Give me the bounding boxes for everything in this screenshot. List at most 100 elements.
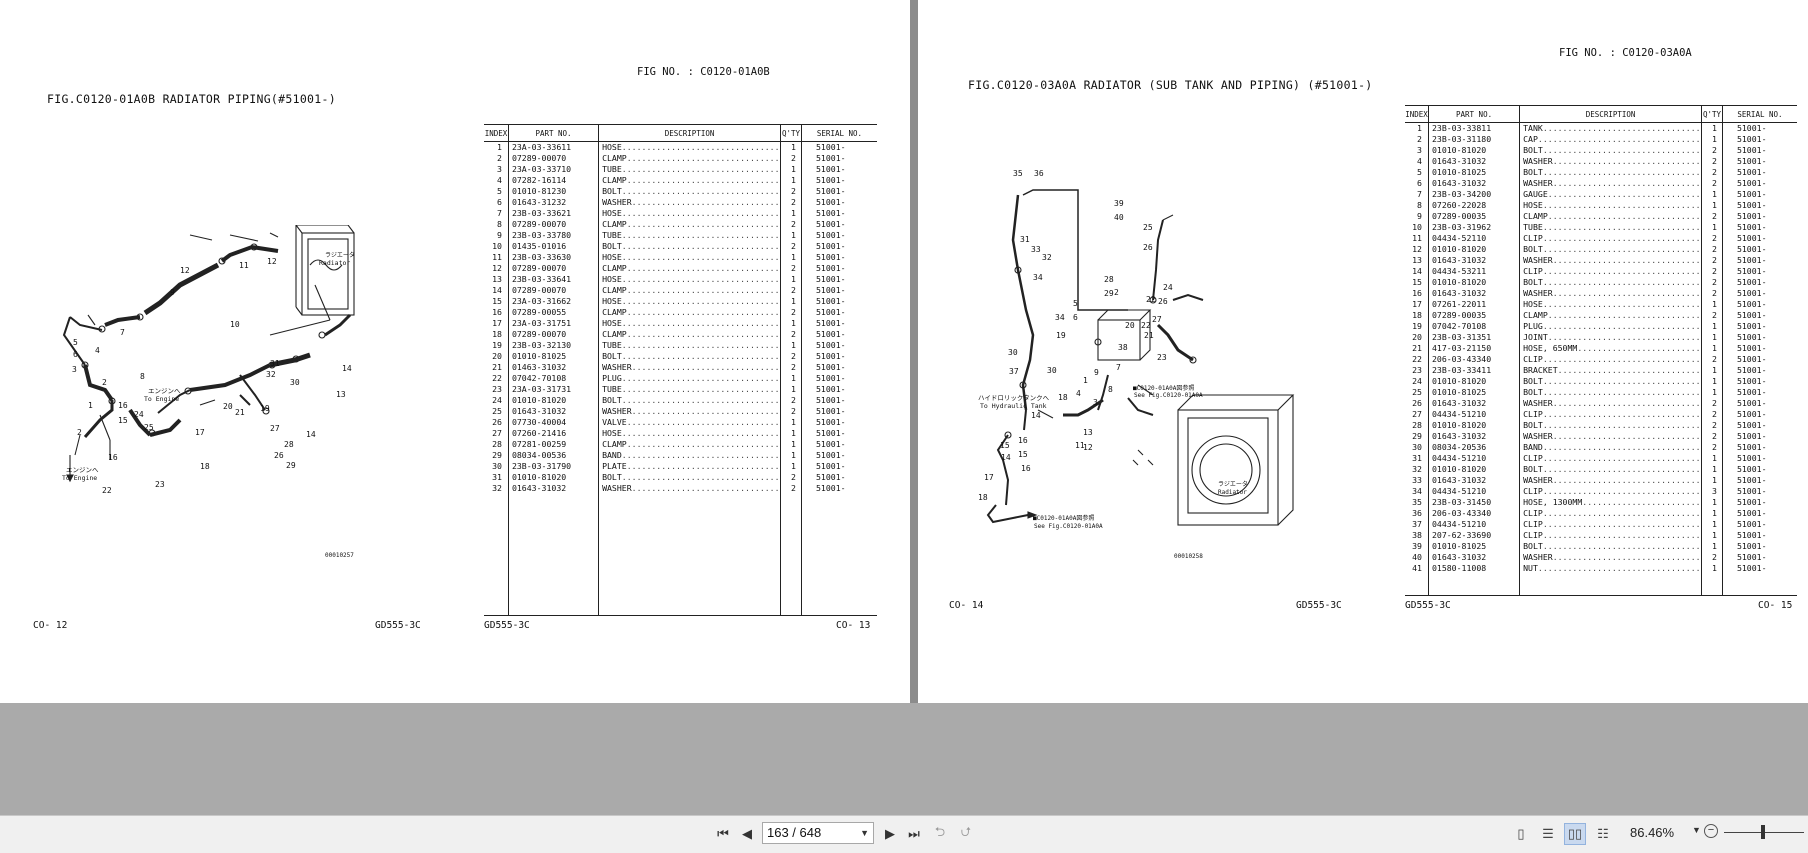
hydraulic-tank-label: To Hydraulic Tank [980, 402, 1047, 410]
leader-dots: ................................ [621, 395, 780, 405]
cell-index: 11 [484, 252, 509, 263]
cell-serial: 51001- [815, 406, 846, 416]
cell-qty: 1 [780, 274, 802, 285]
cell-serial: 51001- [815, 329, 846, 339]
svg-text:3: 3 [72, 365, 77, 374]
svg-text:17: 17 [984, 473, 994, 482]
cell-qty: 1 [780, 461, 802, 472]
cell-qty: 1 [1701, 497, 1723, 508]
cell-part-no: 01010-81025 [1428, 167, 1521, 178]
cell-part-no: 23B-03-33641 [508, 274, 600, 285]
cell-serial: 51001- [1736, 387, 1767, 397]
cell-description: CLIP................................ [1519, 508, 1703, 519]
cell-qty: 1 [780, 439, 802, 450]
svg-text:38: 38 [1118, 343, 1128, 352]
leader-dots: ............................... [626, 307, 780, 317]
svg-text:14: 14 [1001, 453, 1011, 462]
cell-serial: 51001- [815, 230, 846, 240]
cell-part-no: 07042-70108 [1428, 321, 1521, 332]
rotate-left-icon[interactable]: ⮌ [934, 824, 946, 839]
cell-part-no: 01010-81020 [1428, 277, 1521, 288]
cell-index: 17 [1405, 299, 1429, 310]
first-page-icon[interactable]: ⏮ [717, 826, 729, 841]
leader-dots: ................................ [1542, 354, 1701, 364]
cell-serial: 51001- [815, 263, 846, 273]
cell-qty: 3 [1701, 486, 1723, 497]
cell-description: WASHER.............................. [598, 406, 782, 417]
svg-text:32: 32 [1042, 253, 1052, 262]
leader-dots: ................................ [1542, 486, 1701, 496]
svg-text:37: 37 [1009, 367, 1019, 376]
to-engine-label-2: To Engine [62, 474, 97, 482]
rotate-right-icon[interactable]: ⮍ [960, 824, 972, 839]
leader-dots: ................................ [621, 274, 780, 284]
cell-index: 15 [484, 296, 509, 307]
leader-dots: ................................ [1542, 167, 1701, 177]
cell-part-no: 01010-81020 [1428, 420, 1521, 431]
cell-qty: 2 [780, 483, 802, 494]
two-page-icon[interactable]: ▯▯ [1564, 823, 1586, 845]
to-engine-label-jp-2: エンジンへ [66, 466, 99, 474]
cell-serial: 51001- [815, 142, 846, 152]
radiator-label-jp: ラジエータ [1218, 480, 1248, 488]
leader-dots: ................................ [621, 241, 780, 251]
svg-text:19: 19 [260, 404, 270, 413]
cell-part-no: 01435-01016 [508, 241, 600, 252]
cell-qty: 1 [780, 373, 802, 384]
cell-part-no: 08034-00536 [508, 450, 600, 461]
cell-serial: 51001- [1736, 343, 1767, 353]
two-page-continuous-icon[interactable]: ☷ [1597, 826, 1609, 841]
leader-dots: ................................ [1542, 420, 1701, 430]
last-page-icon[interactable]: ⏭ [908, 826, 920, 841]
svg-text:5: 5 [73, 338, 78, 347]
cell-qty: 1 [780, 252, 802, 263]
svg-text:22: 22 [1141, 321, 1151, 330]
chevron-down-icon[interactable]: ▼ [1692, 825, 1701, 835]
cell-part-no: 01010-81025 [508, 351, 600, 362]
svg-text:34: 34 [1055, 313, 1065, 322]
leader-dots: ............................... [1547, 310, 1701, 320]
svg-text:29: 29 [1104, 289, 1114, 298]
cell-description: CLIP................................ [1519, 409, 1703, 420]
page-number-input[interactable]: 163 / 648 ▼ [762, 822, 874, 844]
cell-serial: 51001- [1736, 475, 1767, 485]
cell-index: 18 [1405, 310, 1429, 321]
cell-part-no: 01643-31032 [1428, 552, 1521, 563]
leader-dots: ................................ [621, 296, 780, 306]
svg-text:14: 14 [1031, 411, 1041, 420]
svg-text:3: 3 [1093, 398, 1098, 407]
cell-part-no: 23B-03-31450 [1428, 497, 1521, 508]
svg-text:27: 27 [270, 424, 280, 433]
cell-qty: 2 [1701, 178, 1723, 189]
leader-dots: .............................. [1552, 431, 1701, 441]
svg-text:11: 11 [239, 261, 249, 270]
leader-dots: ................................ [621, 351, 780, 361]
prev-page-icon[interactable]: ◀ [742, 826, 752, 841]
cell-description: BOLT................................ [598, 395, 782, 406]
leader-dots: ................................ [1542, 442, 1701, 452]
cell-description: TUBE................................ [598, 384, 782, 395]
cell-description: WASHER.............................. [1519, 288, 1703, 299]
zoom-out-icon[interactable]: − [1704, 824, 1718, 838]
leader-dots: ................................ [621, 318, 780, 328]
single-page-icon[interactable]: ▯ [1517, 826, 1525, 841]
cell-index: 16 [484, 307, 509, 318]
next-page-icon[interactable]: ▶ [885, 826, 895, 841]
cell-serial: 51001- [1736, 420, 1767, 430]
cell-description: BOLT................................ [1519, 420, 1703, 431]
cell-qty: 1 [1701, 519, 1723, 530]
cell-qty: 1 [1701, 321, 1723, 332]
continuous-icon[interactable]: ☰ [1542, 826, 1554, 841]
cell-serial: 51001- [1736, 178, 1767, 188]
zoom-level[interactable]: 86.46% [1630, 825, 1675, 840]
zoom-slider-thumb[interactable] [1761, 825, 1765, 839]
